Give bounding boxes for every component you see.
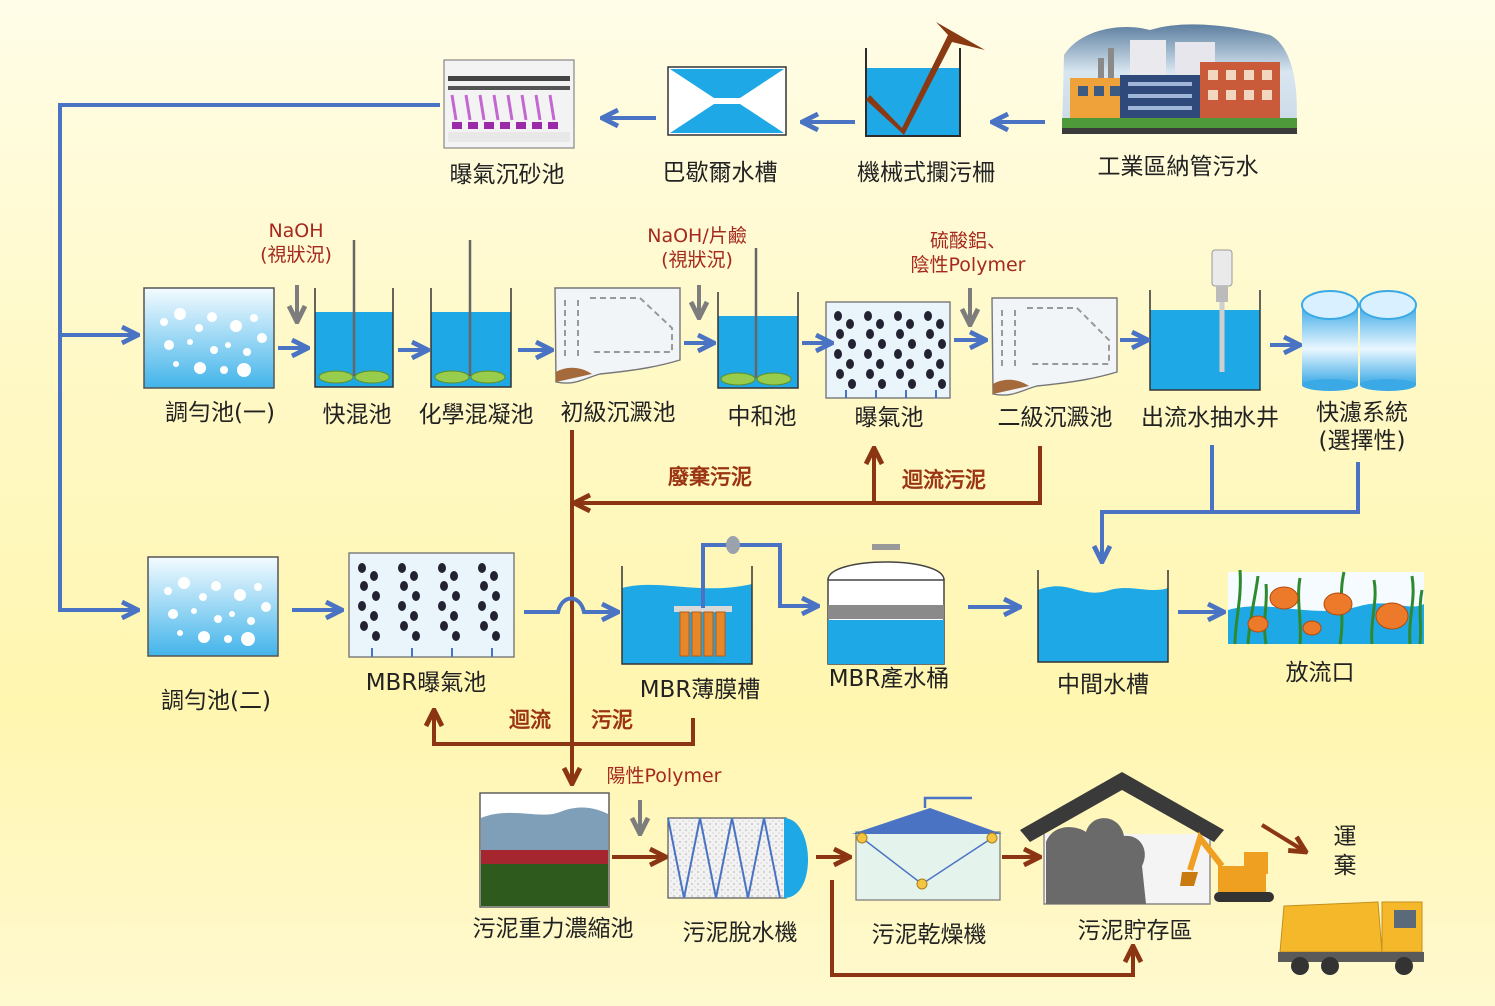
equalization-tank-2-icon — [147, 556, 279, 657]
feed-line — [58, 103, 440, 610]
label-coagulation: 化學混凝池 — [418, 402, 534, 428]
label-industrial-wastewater: 工業區納管污水 — [1097, 154, 1259, 180]
label-disposal: 運棄 — [1333, 824, 1357, 879]
label-equalization-1: 調勻池(一) — [165, 400, 275, 426]
label-neutralization: 中和池 — [727, 404, 797, 430]
label-grit-chamber: 曝氣沉砂池 — [449, 162, 565, 188]
sludge-storage-icon — [1020, 772, 1224, 905]
sludge-thickener-icon — [479, 792, 610, 908]
label-return-sludge-1: 迴流污泥 — [902, 468, 986, 492]
chem-alum-polymer: 硫酸鋁、 陰性Polymer — [910, 230, 1026, 276]
label-mbr-aeration: MBR曝氣池 — [365, 670, 487, 696]
mbr-membrane-tank-icon — [621, 566, 753, 665]
label-aeration: 曝氣池 — [854, 405, 924, 431]
label-return-sludge-2b: 污泥 — [591, 708, 633, 732]
parshall-flume-icon — [667, 66, 787, 136]
grit-chamber-icon — [443, 59, 575, 149]
label-mbr-product-bucket: MBR產水桶 — [828, 666, 950, 692]
dewatering-machine-icon — [667, 817, 809, 899]
outfall-icon — [1228, 569, 1424, 645]
label-mbr-membrane-tank: MBR薄膜槽 — [639, 677, 761, 703]
intermediate-tank-icon — [1037, 570, 1169, 663]
aeration-tank-icon — [825, 301, 951, 399]
sludge-dryer-icon — [852, 796, 1002, 901]
label-sludge-storage: 污泥貯存區 — [1077, 918, 1193, 944]
label-primary-clarifier: 初級沉澱池 — [560, 400, 676, 426]
chemical-dosing-arrows — [297, 285, 970, 834]
label-effluent-well: 出流水抽水井 — [1141, 405, 1279, 431]
chem-naoh-2: NaOH/片鹼 (視狀況) — [647, 225, 747, 271]
coagulation-tank-icon — [430, 240, 512, 388]
chem-cationic-polymer: 陽性Polymer — [606, 765, 722, 787]
label-return-sludge-2a: 迴流 — [509, 708, 551, 732]
label-parshall-flume: 巴歇爾水槽 — [662, 160, 778, 186]
label-sludge-thickener: 污泥重力濃縮池 — [472, 916, 634, 942]
primary-clarifier-icon — [554, 287, 681, 384]
label-bar-screen: 機械式攔污柵 — [857, 160, 995, 186]
dump-truck-icon — [1278, 901, 1424, 975]
row1-flow-arrows — [602, 118, 1045, 122]
label-outfall: 放流口 — [1285, 660, 1355, 686]
rapid-mix-tank-icon — [314, 240, 394, 388]
sludge-lines — [434, 430, 1306, 977]
factory-icon — [1062, 24, 1297, 134]
label-secondary-clarifier: 二級沉澱池 — [997, 405, 1113, 431]
label-sludge-dryer: 污泥乾燥機 — [871, 922, 987, 948]
label-dewatering-machine: 污泥脫水機 — [682, 920, 798, 946]
label-rapid-filter: 快濾系統 (選擇性) — [1316, 400, 1408, 454]
bar-screen-icon — [865, 22, 985, 137]
label-equalization-2: 調勻池(二) — [161, 688, 271, 714]
neutralization-tank-icon — [717, 248, 799, 389]
equalization-tank-1-icon — [143, 287, 275, 389]
rapid-filter-icon — [1301, 290, 1417, 391]
row2-flow-arrows — [278, 340, 1360, 562]
mbr-aeration-tank-icon — [348, 552, 515, 658]
label-intermediate-tank: 中間水槽 — [1057, 672, 1149, 698]
row3-flow-arrows — [292, 596, 1224, 613]
label-rapid-mix: 快混池 — [322, 402, 392, 428]
pump-icon — [726, 536, 740, 554]
label-waste-sludge: 廢棄污泥 — [668, 465, 752, 489]
mbr-permeate-pipe — [701, 543, 818, 608]
secondary-clarifier-icon — [991, 297, 1118, 396]
mbr-product-bucket-icon — [827, 544, 945, 665]
effluent-well-icon — [1149, 249, 1261, 391]
chem-naoh-1: NaOH (視狀況) — [260, 220, 332, 266]
excavator-icon — [1180, 831, 1274, 902]
